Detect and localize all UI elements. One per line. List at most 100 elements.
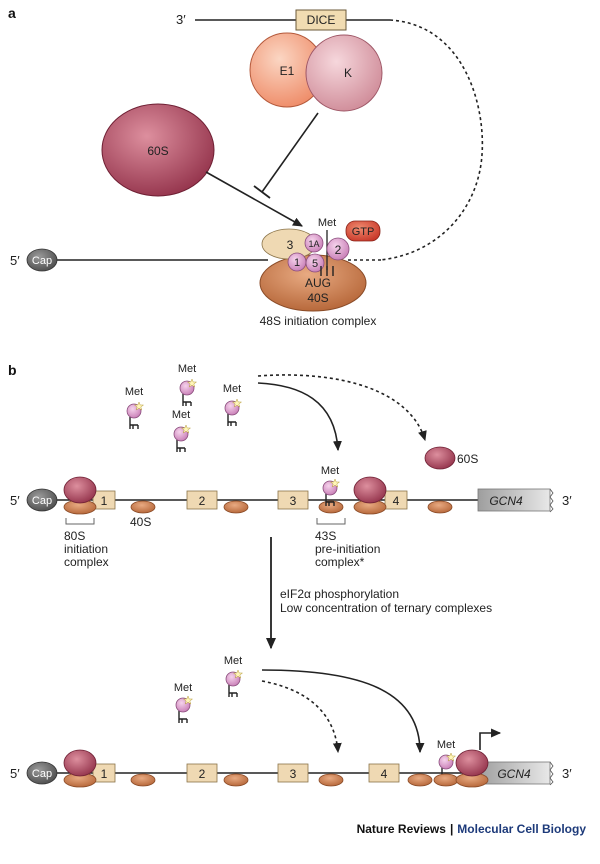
trna-free-5	[175, 695, 194, 724]
label-43s-line3: complex*	[315, 555, 365, 569]
met-label-gcn4: Met	[437, 739, 455, 751]
met-label-free-2: Met	[178, 363, 196, 375]
mrna-b2-5prime: 5′	[10, 766, 20, 781]
orf3-bottom-label: 3	[290, 767, 297, 781]
scanning-40s-4	[130, 773, 156, 787]
k-protein	[305, 34, 383, 112]
ribosome-80s-large-bottom	[63, 749, 97, 777]
met-label-a: Met	[318, 217, 336, 229]
ribosome-60s-b	[424, 446, 456, 470]
ribosome-60s-b-label: 60S	[457, 452, 478, 466]
k-label: K	[344, 66, 352, 80]
ribosome-40s-a-label: 40S	[307, 291, 328, 305]
eif2-label: 2	[335, 243, 342, 257]
arrow-solid-bottom	[261, 669, 425, 754]
eif2-factor	[326, 237, 350, 261]
orf2-bottom	[186, 763, 218, 783]
journal-subtitle: Molecular Cell Biology	[457, 822, 586, 836]
dice-label: DICE	[307, 13, 336, 27]
met-label-free-3: Met	[223, 383, 241, 395]
trna-free-3	[224, 398, 243, 427]
arrow-solid-top	[257, 382, 342, 452]
scanning-40s-3	[427, 500, 453, 514]
mrna-loop-dashed	[379, 19, 484, 261]
trna-free-4	[173, 424, 192, 453]
ribosome-80s-large-top	[63, 476, 97, 504]
met-label-free-4: Met	[172, 409, 190, 421]
orf1-bottom-label: 1	[101, 767, 108, 781]
cap-b2-label: Cap	[32, 768, 52, 780]
eif5-label: 5	[312, 258, 318, 270]
trna-free-2	[179, 378, 198, 407]
ribosome-80s-large-gcn4	[455, 749, 489, 777]
label-40s: 40S	[130, 515, 151, 529]
translation-start-arrow	[479, 728, 502, 750]
cap-b1	[26, 488, 58, 512]
mrna-5prime-end: 5′	[10, 253, 20, 268]
eif1-label: 1	[294, 257, 300, 269]
orf4-bottom-label: 4	[381, 767, 388, 781]
ribosome-60s-a-label: 60S	[147, 144, 168, 158]
dice-element	[295, 9, 347, 31]
ribosome-60s-a	[101, 103, 215, 197]
inhibition-line	[261, 112, 319, 193]
panel-a-letter: a	[8, 5, 16, 21]
mrna-3prime-end: 3′	[176, 12, 186, 27]
panel-b-letter: b	[8, 362, 17, 378]
met-label-free-5: Met	[174, 682, 192, 694]
gcn4-label-bottom: GCN4	[497, 767, 531, 781]
eif3-label: 3	[287, 238, 294, 252]
orf1-top-label: 1	[101, 494, 108, 508]
gcn4-break-top	[549, 488, 554, 513]
e1-label: E1	[280, 64, 295, 78]
met-label-43s-top: Met	[321, 465, 339, 477]
orf2-top-label: 2	[199, 494, 206, 508]
trna-free-1	[126, 401, 145, 430]
arrow-dashed-top	[257, 374, 427, 442]
journal-name: Nature Reviews	[356, 822, 446, 836]
credit-separator: |	[449, 822, 454, 836]
label-43s-line2: pre-initiation	[315, 542, 380, 556]
joining-arrow	[205, 171, 303, 227]
orf1-top	[92, 490, 116, 510]
scanning-40s-6	[318, 773, 344, 787]
orf3-bottom	[277, 763, 309, 783]
scanning-40s-7	[407, 773, 433, 787]
journal-credit: Nature Reviews|Molecular Cell Biology	[357, 822, 586, 836]
eif1a-label: 1A	[308, 239, 319, 249]
cap-a-label: Cap	[32, 255, 52, 267]
orf2-top	[186, 490, 218, 510]
cap-b2	[26, 761, 58, 785]
scanning-40s-5	[223, 773, 249, 787]
cap-b1-label: Cap	[32, 495, 52, 507]
gtp-label: GTP	[352, 226, 375, 238]
mrna-b2-3prime: 3′	[562, 766, 572, 781]
orf3-top	[277, 490, 309, 510]
orf1-bottom	[92, 763, 116, 783]
label-80s-line3: complex	[64, 555, 109, 569]
condition-line2: Low concentration of ternary complexes	[280, 601, 492, 615]
orf3-top-label: 3	[290, 494, 297, 508]
label-80s-line1: 80S	[64, 529, 85, 543]
eif5-factor	[305, 253, 325, 273]
orf4-top-label: 4	[393, 494, 400, 508]
bracket-80s	[65, 518, 95, 525]
inhibition-bar	[253, 185, 271, 199]
preinitiation-43s-top	[318, 500, 344, 514]
eif1a-factor	[304, 233, 324, 253]
label-80s-line2: initiation	[64, 542, 108, 556]
orf2-bottom-label: 2	[199, 767, 206, 781]
anticodon-legs-a	[320, 266, 334, 276]
met-label-free-6: Met	[224, 655, 242, 667]
gcn4-label-top: GCN4	[489, 494, 523, 508]
gcn4-box-top	[477, 488, 551, 512]
aug-label: AUG	[305, 276, 331, 290]
met-label-free-1: Met	[125, 386, 143, 398]
orf4-top	[384, 490, 408, 510]
label-43s-line1: 43S	[315, 529, 336, 543]
condition-line1: eIF2α phosphorylation	[280, 587, 399, 601]
preinitiation-43s-bottom	[433, 773, 459, 787]
ribosome-80s-large-orf4	[353, 476, 387, 504]
scanning-40s-1	[130, 500, 156, 514]
